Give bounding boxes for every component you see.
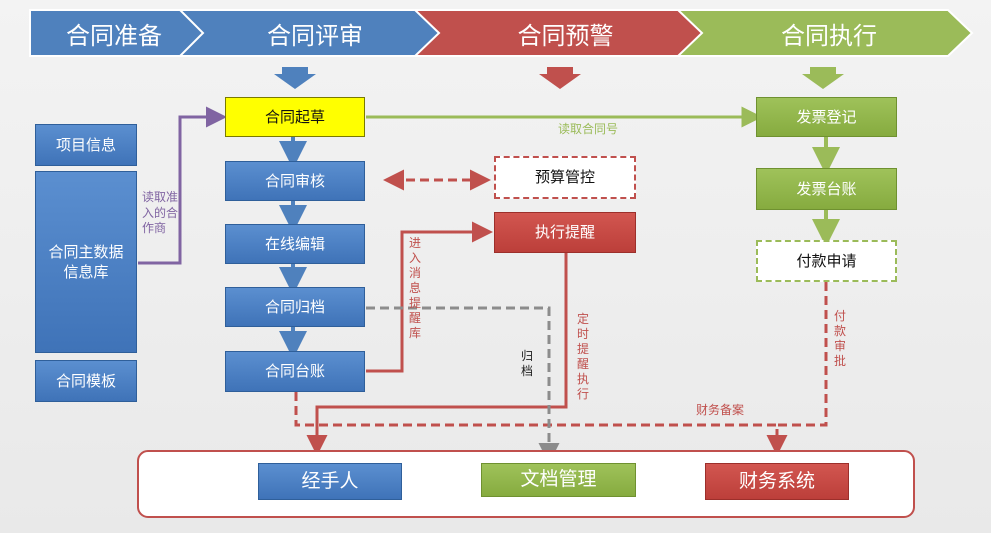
invoice-registration-box[interactable]: 发票登记	[756, 97, 897, 137]
phase-prepare: 合同准备	[66, 21, 162, 50]
purple-connector	[138, 106, 227, 265]
phase-chevron-4	[675, 9, 974, 57]
budget-control-box[interactable]: 预算管控	[494, 156, 636, 199]
document-management-box[interactable]: 文档管理	[481, 463, 636, 497]
contract-ledger-box[interactable]: 合同台账	[225, 351, 365, 392]
project-info-box[interactable]: 项目信息	[35, 124, 137, 166]
down-arrow-green-icon	[802, 67, 844, 89]
label-scheduled-reminder: 定时提醒执行	[576, 312, 589, 401]
label-enter-msg: 进入消息提醒库	[408, 236, 421, 340]
archive-connector	[366, 306, 560, 464]
reminder-connector	[366, 221, 493, 373]
contract-draft-box[interactable]: 合同起草	[225, 97, 365, 137]
contract-review-box[interactable]: 合同审核	[225, 161, 365, 201]
label-archive: 归档	[520, 349, 533, 378]
contract-template-box[interactable]: 合同模板	[35, 360, 137, 402]
label-read-contract-no: 读取合同号	[558, 122, 619, 136]
phase-warning: 合同预警	[517, 21, 614, 50]
finance-system-box[interactable]: 财务系统	[705, 463, 849, 500]
phase-execute: 合同执行	[781, 21, 877, 50]
invoice-ledger-box[interactable]: 发票台账	[756, 168, 897, 210]
contract-archive-box[interactable]: 合同归档	[225, 287, 365, 327]
execution-reminder-box[interactable]: 执行提醒	[494, 212, 636, 253]
down-arrow-red-icon	[539, 67, 581, 89]
down-arrow-blue-icon	[274, 67, 316, 89]
handler-box[interactable]: 经手人	[258, 463, 402, 500]
label-finance-filing: 财务备案	[696, 403, 745, 417]
online-edit-box[interactable]: 在线编辑	[225, 224, 365, 264]
payment-request-box[interactable]: 付款申请	[756, 240, 897, 282]
master-data-box[interactable]: 合同主数据信息库	[35, 171, 137, 353]
phase-review: 合同评审	[267, 21, 363, 50]
label-payment-approval: 付款审批	[833, 309, 846, 368]
label-read-partner: 读取准入的合作商	[142, 190, 179, 236]
